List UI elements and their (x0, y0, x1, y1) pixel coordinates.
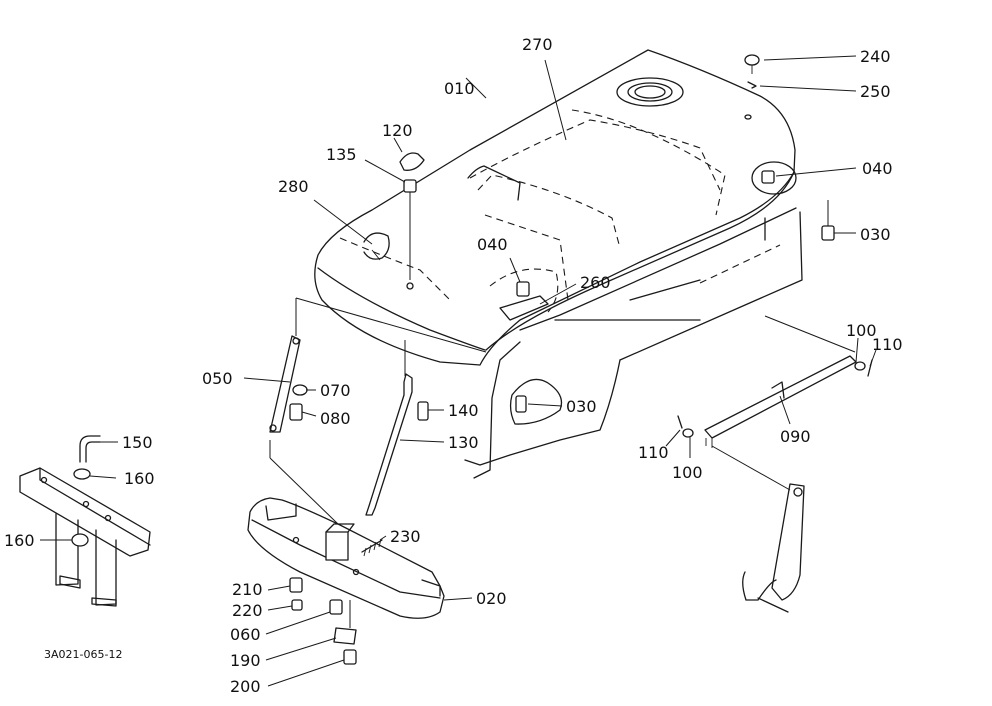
bracket-090 (704, 315, 857, 491)
leader-lines (40, 55, 877, 687)
label-270: 270 (522, 35, 553, 54)
label-050: 050 (202, 369, 233, 388)
label-040-mid: 040 (477, 235, 508, 254)
label-210: 210 (232, 580, 263, 599)
hose-150 (79, 435, 101, 463)
label-160-top: 160 (124, 469, 155, 488)
label-140: 140 (448, 401, 479, 420)
label-090: 090 (780, 427, 811, 446)
side-frame (464, 207, 803, 479)
label-020: 020 (476, 589, 507, 608)
label-200: 200 (230, 677, 261, 696)
label-100-left: 100 (672, 463, 703, 482)
label-260: 260 (580, 273, 611, 292)
front-bracket-020 (247, 440, 445, 619)
bracket-160 (19, 467, 151, 607)
label-120: 120 (382, 121, 413, 140)
label-030-mid: 030 (566, 397, 597, 416)
rod-130 (365, 340, 413, 516)
hood-assembly (314, 49, 797, 366)
label-080: 080 (320, 409, 351, 428)
label-150: 150 (122, 433, 153, 452)
label-135: 135 (326, 145, 357, 164)
label-100-right: 100 (846, 321, 877, 340)
label-110-left: 110 (638, 443, 669, 462)
label-230: 230 (390, 527, 421, 546)
label-220: 220 (232, 601, 263, 620)
drawing-code: 3A021-065-12 (44, 648, 122, 661)
label-060: 060 (230, 625, 261, 644)
callout-labels: 010 270 240 250 120 135 280 040 040 030 … (4, 35, 903, 696)
stay-050 (269, 297, 487, 433)
label-250: 250 (860, 82, 891, 101)
label-030-right: 030 (860, 225, 891, 244)
label-130: 130 (448, 433, 479, 452)
label-110-right: 110 (872, 335, 903, 354)
label-280: 280 (278, 177, 309, 196)
label-240: 240 (860, 47, 891, 66)
label-190: 190 (230, 651, 261, 670)
label-160-left: 160 (4, 531, 35, 550)
label-040-top: 040 (862, 159, 893, 178)
fasteners (289, 54, 873, 665)
label-070: 070 (320, 381, 351, 400)
label-010: 010 (444, 79, 475, 98)
lower-right-arm (742, 483, 805, 613)
